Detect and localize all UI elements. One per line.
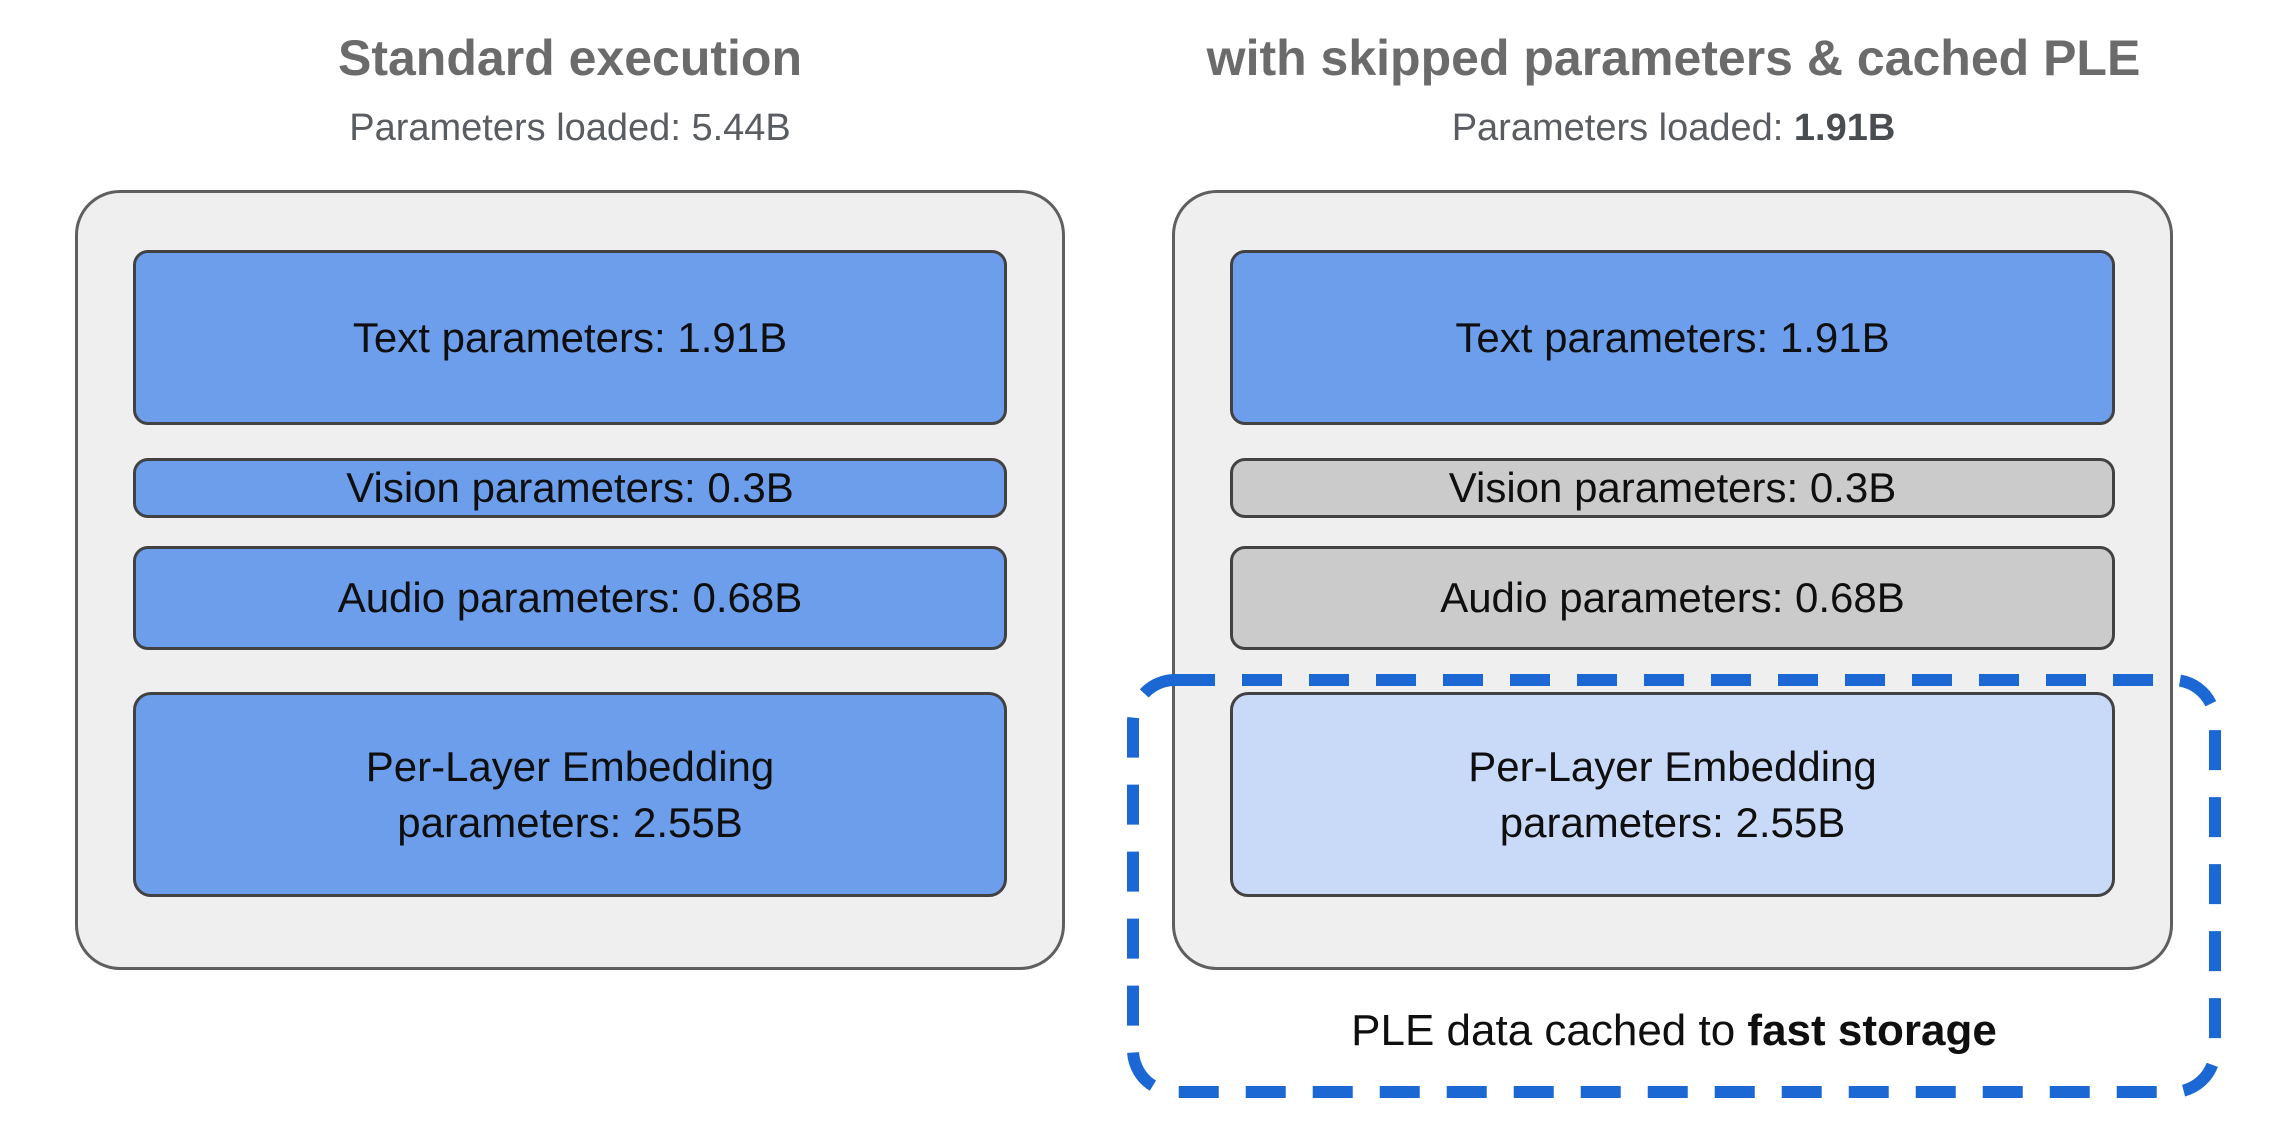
ple-label-line1: Per-Layer Embedding <box>1468 742 1877 790</box>
parameters-loaded-value: 1.91B <box>1793 107 1896 149</box>
ple-cache-caption: PLE data cached to fast storage <box>1133 1005 2215 1057</box>
ple-label-line1: Per-Layer Embedding <box>365 742 775 790</box>
text-parameters-label: Text parameters: 1.91B <box>1455 313 1890 361</box>
subtitle-prefix: Parameters loaded: <box>1451 107 1794 149</box>
vision-parameters-label: Vision parameters: 0.3B <box>1448 464 1897 511</box>
ple-caption-prefix: PLE data cached to <box>1351 1006 1748 1055</box>
ple-caption-bold: fast storage <box>1747 1006 1997 1055</box>
audio-parameters-label: Audio parameters: 0.68B <box>337 574 803 621</box>
skipped-cached-subtitle: Parameters loaded: 1.91B <box>1152 103 2195 153</box>
per-layer-embedding-box: Per-Layer Embedding parameters: 2.55B <box>133 692 1007 897</box>
audio-parameters-box-skipped: Audio parameters: 0.68B <box>1230 546 2115 650</box>
parameters-loaded-value: 5.44B <box>691 107 791 149</box>
text-parameters-label: Text parameters: 1.91B <box>352 313 788 361</box>
skipped-cached-model-container: Text parameters: 1.91B Vision parameters… <box>1172 190 2173 970</box>
standard-execution-subtitle: Parameters loaded: 5.44B <box>75 103 1065 153</box>
ple-label-line2: parameters: 2.55B <box>397 798 743 846</box>
vision-parameters-box-skipped: Vision parameters: 0.3B <box>1230 458 2115 518</box>
standard-execution-title: Standard execution <box>338 30 802 86</box>
vision-parameters-box: Vision parameters: 0.3B <box>133 458 1007 518</box>
text-parameters-box: Text parameters: 1.91B <box>1230 250 2115 425</box>
skipped-cached-title: with skipped parameters & cached PLE <box>1206 30 2141 86</box>
per-layer-embedding-box-cached: Per-Layer Embedding parameters: 2.55B <box>1230 692 2115 897</box>
ple-label-line2: parameters: 2.55B <box>1499 798 1846 846</box>
vision-parameters-label: Vision parameters: 0.3B <box>346 464 794 511</box>
audio-parameters-label: Audio parameters: 0.68B <box>1440 574 1905 621</box>
text-parameters-box: Text parameters: 1.91B <box>133 250 1007 425</box>
standard-model-container: Text parameters: 1.91B Vision parameters… <box>75 190 1065 970</box>
subtitle-prefix: Parameters loaded: <box>349 107 692 149</box>
audio-parameters-box: Audio parameters: 0.68B <box>133 546 1007 650</box>
